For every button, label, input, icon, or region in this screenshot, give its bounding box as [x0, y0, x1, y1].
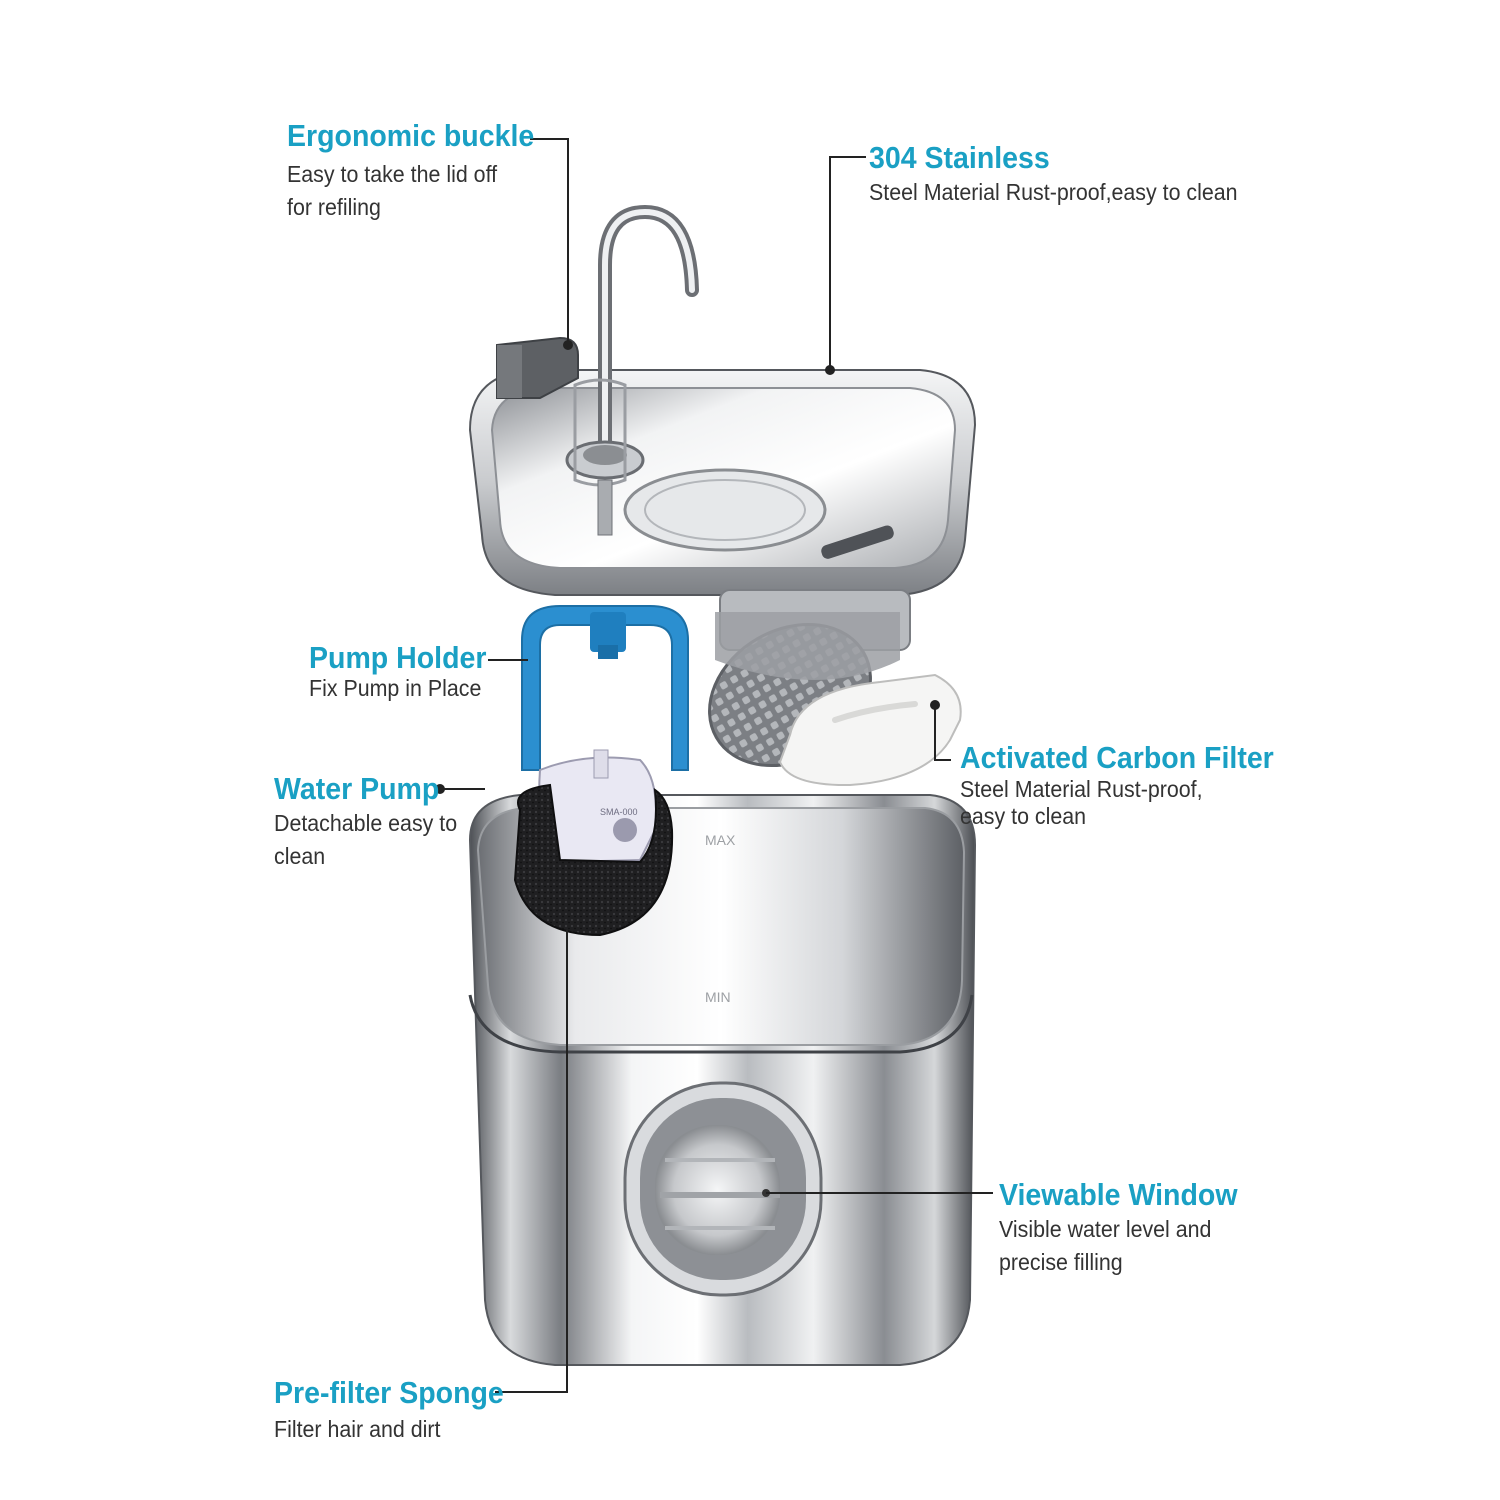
- leader-prefilter-sponge: [495, 930, 568, 1393]
- desc-line: clean: [274, 843, 326, 869]
- callout-activated-carbon-filter: Activated Carbon Filter Steel Material R…: [960, 740, 1301, 830]
- desc-line: Detachable easy to: [274, 810, 458, 836]
- water-pump-icon: SMA-000: [538, 749, 657, 864]
- buckle-icon: [496, 336, 579, 399]
- leader-dot-pump: [435, 784, 445, 794]
- callout-prefilter-sponge: Pre-filter Sponge Filter hair and dirt: [274, 1375, 524, 1446]
- min-mark: MIN: [705, 989, 731, 1005]
- desc-line: Fix Pump in Place: [309, 675, 482, 701]
- callout-description: Visible water level and precise filling: [999, 1213, 1240, 1279]
- desc-line: easy to clean: [960, 803, 1087, 829]
- desc-line: Filter hair and dirt: [274, 1416, 441, 1442]
- callout-ergonomic-buckle: Ergonomic buckle Easy to take the lid of…: [287, 118, 556, 224]
- desc-line: Steel Material Rust-proof,: [960, 776, 1203, 802]
- callout-304-stainless: 304 Stainless Steel Material Rust-proof,…: [869, 140, 1265, 209]
- leader-dot-buckle: [563, 340, 573, 350]
- callout-description: Steel Material Rust-proof,easy to clean: [869, 176, 1238, 209]
- leader-stainless: [829, 156, 866, 370]
- svg-text:SMA-000: SMA-000: [600, 807, 638, 817]
- callout-description: Easy to take the lid off for refiling: [287, 158, 537, 224]
- callout-description: Fix Pump in Place: [309, 672, 488, 705]
- pump-holder: [521, 605, 689, 771]
- callout-title: Water Pump: [274, 771, 440, 806]
- sponge-icon: [513, 783, 674, 937]
- leader-dot-stainless: [825, 365, 835, 375]
- carbon-filter-icon: [778, 673, 962, 787]
- callout-description: Detachable easy to clean: [274, 807, 457, 873]
- desc-line: Visible water level and: [999, 1216, 1212, 1242]
- callout-title: 304 Stainless: [869, 140, 1050, 175]
- callout-description: Steel Material Rust-proof, easy to clean: [960, 776, 1277, 830]
- desc-line: Steel Material Rust-proof,easy to clean: [869, 179, 1238, 205]
- faucet-icon: [565, 204, 699, 536]
- callout-viewable-window: Viewable Window Visible water level and …: [999, 1177, 1258, 1279]
- callout-title: Pre-filter Sponge: [274, 1375, 504, 1410]
- callout-description: Filter hair and dirt: [274, 1413, 506, 1446]
- callout-pump-holder: Pump Holder Fix Pump in Place: [309, 640, 502, 705]
- leader-carbon-filter: [934, 705, 951, 761]
- viewable-window: [623, 1081, 823, 1297]
- desc-line: Easy to take the lid off: [287, 161, 498, 187]
- callout-title: Pump Holder: [309, 640, 487, 675]
- leader-dot-filter: [930, 700, 940, 710]
- callout-title: Activated Carbon Filter: [960, 740, 1274, 775]
- desc-line: precise filling: [999, 1249, 1123, 1275]
- max-mark: MAX: [705, 832, 736, 848]
- leader-ergonomic-buckle: [530, 138, 569, 345]
- callout-title: Ergonomic buckle: [287, 118, 535, 153]
- desc-line: for refiling: [287, 194, 381, 220]
- leader-lines: [435, 138, 993, 1393]
- callout-title: Viewable Window: [999, 1177, 1238, 1212]
- callout-water-pump: Water Pump Detachable easy to clean: [274, 771, 471, 873]
